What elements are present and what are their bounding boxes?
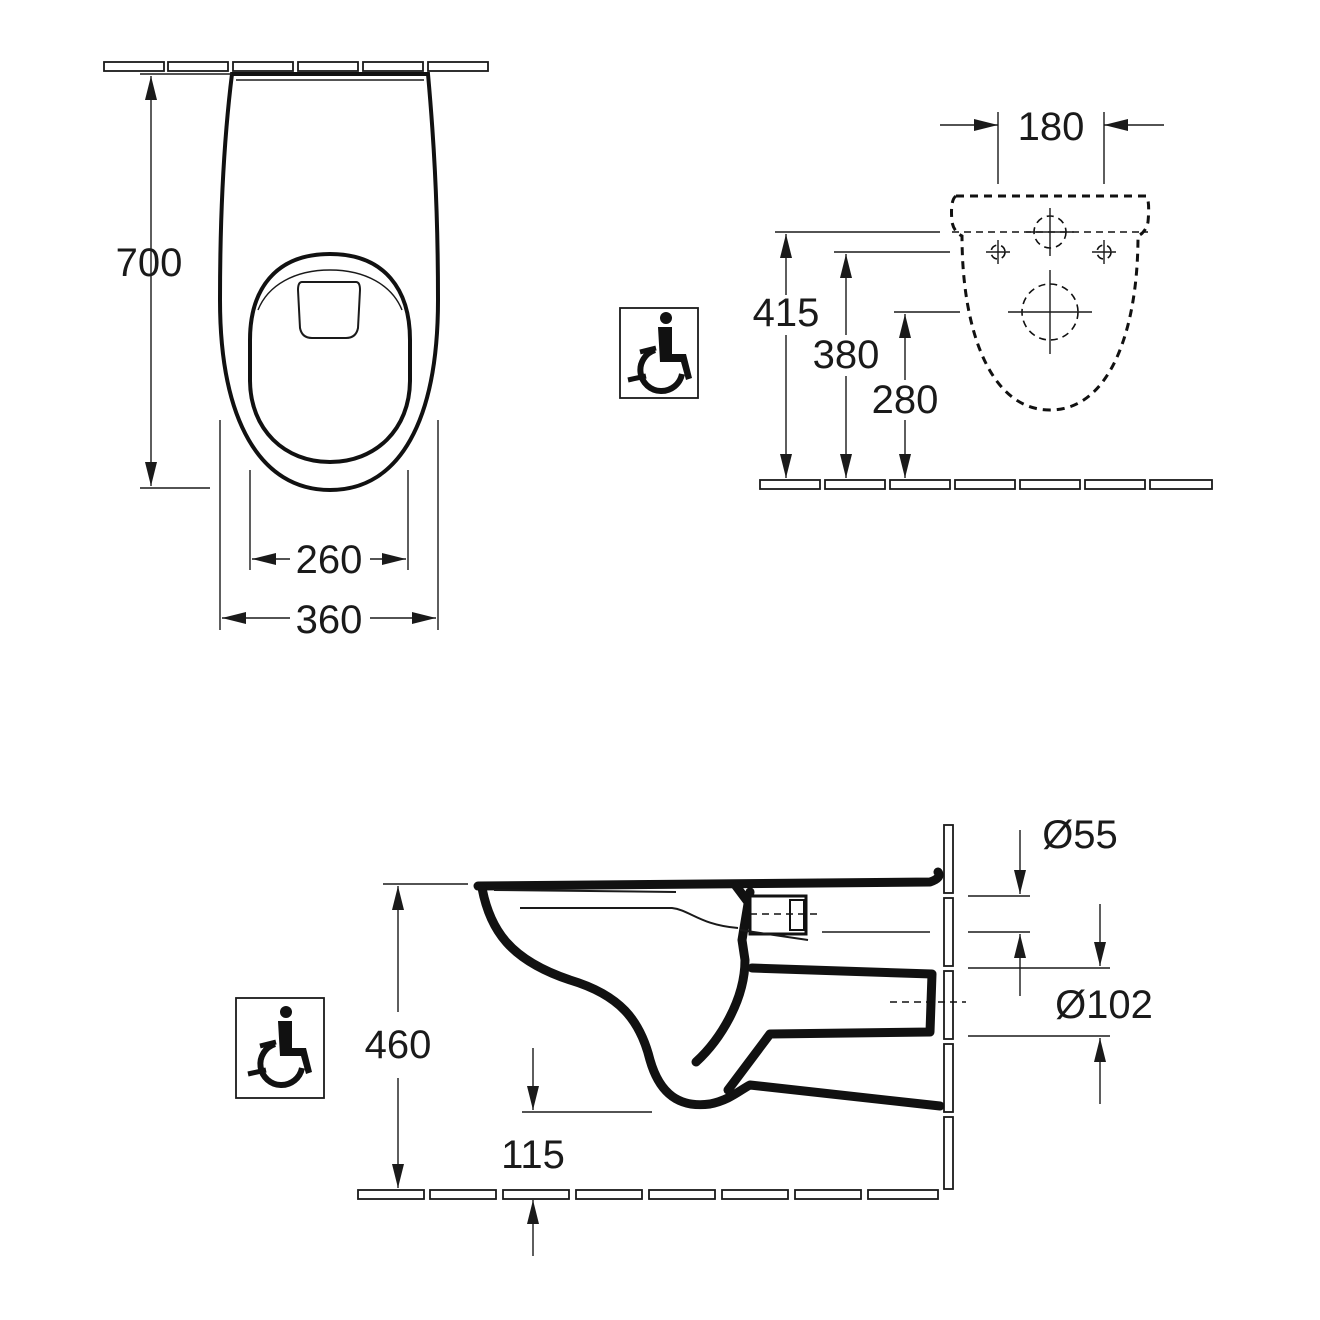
dimension-d55-label: Ø55 [1042,813,1118,857]
wall-view: 180 415 380 280 [619,105,1213,490]
dimension-d102-label: Ø102 [1055,983,1153,1027]
floor-tiles-bottom [357,1189,939,1200]
wall-tiles-side [943,824,954,1190]
wall-outline-dashed [950,194,1151,412]
fixing-hole-right [1092,240,1116,264]
dimension-700-label: 700 [116,241,183,285]
outlet-hole [1008,270,1092,354]
wheelchair-icon [235,997,325,1099]
bowl-opening [296,281,362,339]
fixing-hole-left [986,240,1010,264]
wheelchair-icon [619,307,699,399]
dimension-380-label: 380 [813,333,880,377]
dimension-115-label: 115 [501,1133,565,1177]
bowl-profile-outer [473,867,944,891]
bowl-outline [217,72,441,493]
dimension-280-label: 280 [872,378,939,422]
dimension-360-label: 360 [296,598,363,642]
dimension-415-label: 415 [753,291,820,335]
dimension-460-label: 460 [365,1023,432,1067]
front-view: 700 260 360 [103,61,489,642]
floor-tiles-right [759,479,1213,490]
seat-ring [248,251,412,465]
dimension-180-label: 180 [1018,105,1085,149]
side-view: 460 115 Ø55 Ø102 [235,813,1153,1256]
wall-tiles-top [103,61,489,72]
dimension-260-label: 260 [296,538,363,582]
inlet-hole [1026,208,1074,256]
inlet-connector [739,894,820,941]
